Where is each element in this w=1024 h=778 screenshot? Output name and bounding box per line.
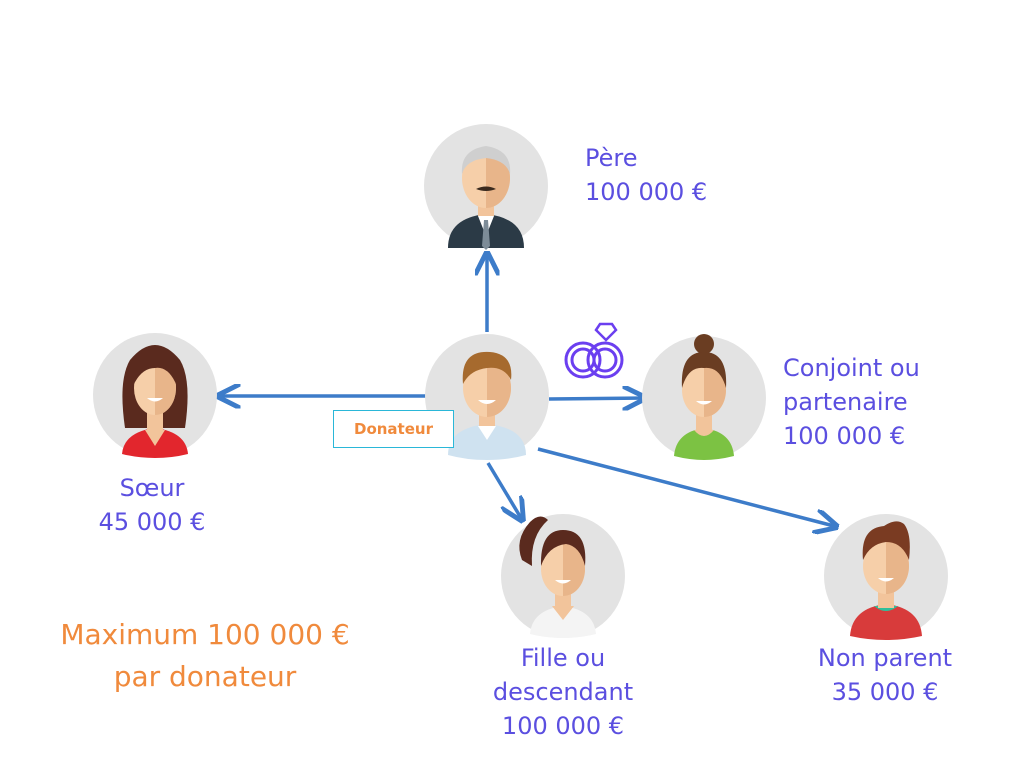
daughter-amount: 100 000 € xyxy=(501,712,625,740)
nonparent-avatar xyxy=(824,514,948,640)
spouse-role-line1: Conjoint ou xyxy=(783,354,920,382)
nonparent-label: Non parent 35 000 € xyxy=(800,641,970,709)
daughter-role-line2: descendant xyxy=(492,678,634,706)
daughter-label: Fille ou descendant 100 000 € xyxy=(478,641,648,743)
maximum-note-line1: Maximum 100 000 € xyxy=(60,618,350,651)
donor-avatar xyxy=(425,334,549,460)
spouse-avatar xyxy=(642,334,766,460)
daughter-role-line1: Fille ou xyxy=(520,644,606,672)
father-avatar xyxy=(424,124,548,250)
rings-icon xyxy=(564,322,624,379)
maximum-note: Maximum 100 000 € par donateur xyxy=(30,614,380,698)
daughter-avatar xyxy=(501,514,625,638)
father-role: Père xyxy=(585,144,638,172)
maximum-note-line2: par donateur xyxy=(113,660,297,693)
father-label: Père 100 000 € xyxy=(585,141,707,209)
arrow-to-daughter xyxy=(486,462,521,518)
sister-role: Sœur xyxy=(119,474,185,502)
sister-avatar xyxy=(93,333,217,458)
arrow-to-nonparent xyxy=(537,447,834,526)
sister-label: Sœur 45 000 € xyxy=(82,471,222,539)
donor-tag: Donateur xyxy=(333,410,454,448)
arrows xyxy=(221,256,834,526)
father-amount: 100 000 € xyxy=(585,178,708,206)
arrow-to-spouse xyxy=(548,398,642,399)
spouse-label: Conjoint ou partenaire 100 000 € xyxy=(783,351,920,453)
spouse-amount: 100 000 € xyxy=(783,422,906,450)
nonparent-amount: 35 000 € xyxy=(831,678,939,706)
nonparent-role: Non parent xyxy=(817,644,953,672)
sister-amount: 45 000 € xyxy=(98,508,206,536)
spouse-role-line2: partenaire xyxy=(783,388,908,416)
